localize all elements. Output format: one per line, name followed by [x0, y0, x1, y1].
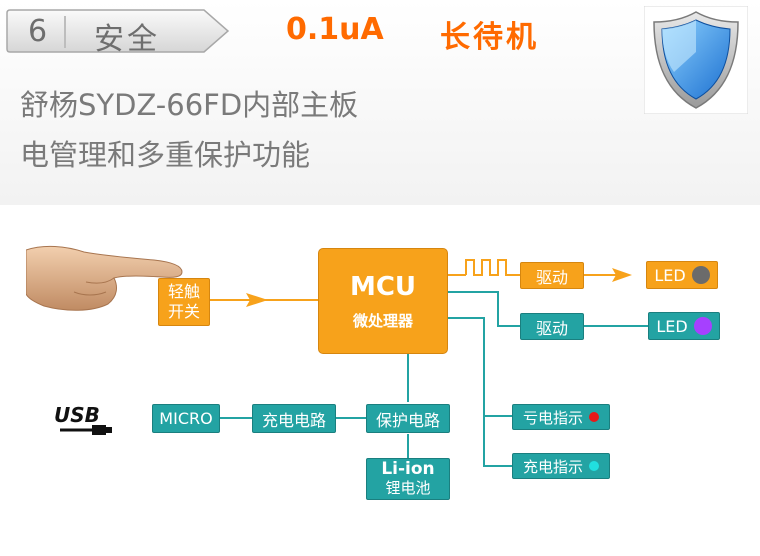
micro-label: MICRO — [159, 409, 213, 428]
section-tag: 6 安全 — [6, 8, 232, 57]
low-power-dot — [589, 412, 599, 422]
charge-circuit-label: 充电电路 — [261, 410, 326, 430]
low-power-label: 亏电指示 — [522, 408, 583, 427]
tag-shape-icon — [6, 9, 230, 53]
charging-dot — [589, 461, 599, 471]
square-wave-icon — [465, 259, 520, 276]
drive-box-1: 驱动 — [520, 262, 584, 289]
usb-logo-text: USB — [54, 403, 100, 427]
protect-circuit-box: 保护电路 — [366, 404, 450, 433]
drive-label-1: 驱动 — [535, 267, 568, 287]
usb-icon: USB — [54, 403, 112, 435]
low-power-indicator-box: 亏电指示 — [512, 404, 610, 430]
battery-box: Li-ion 锂电池 — [366, 458, 450, 500]
tag-divider — [64, 16, 66, 48]
section-number: 6 — [28, 14, 48, 49]
led-label-1: LED — [654, 265, 686, 285]
arrow-icon — [246, 293, 268, 307]
shield-icon — [644, 6, 748, 114]
subtitle-line-2: 电管理和多重保护功能 — [20, 138, 311, 172]
standby-label: 长待机 — [440, 20, 539, 55]
led-box-2: LED — [648, 312, 720, 340]
mcu-subtitle: 微处理器 — [352, 311, 413, 330]
touch-switch-line-2: 开关 — [167, 302, 200, 321]
drive-label-2: 驱动 — [535, 318, 568, 338]
led-box-1: LED — [646, 261, 718, 289]
drive-box-2: 驱动 — [520, 313, 584, 340]
charge-circuit-box: 充电电路 — [252, 404, 336, 433]
protect-circuit-label: 保护电路 — [375, 410, 440, 430]
subtitle-line-1: 舒杨SYDZ-66FD内部主板 — [20, 88, 359, 122]
hand-icon — [26, 245, 183, 311]
arrow-icon — [612, 268, 632, 282]
led-dot-1 — [691, 266, 710, 284]
led-dot-2 — [693, 317, 712, 335]
battery-type: Li-ion — [381, 459, 435, 479]
micro-box: MICRO — [152, 404, 220, 433]
battery-label: 锂电池 — [385, 479, 431, 497]
section-title: 安全 — [94, 22, 160, 57]
led-label-2: LED — [656, 316, 688, 336]
standby-current: 0.1uA — [286, 12, 384, 47]
charging-indicator-box: 充电指示 — [512, 453, 610, 479]
mcu-box: MCU 微处理器 — [318, 248, 448, 354]
mcu-title: MCU — [349, 271, 417, 302]
charging-label: 充电指示 — [522, 457, 583, 476]
touch-switch-line-1: 轻触 — [167, 282, 200, 301]
touch-switch-box: 轻触 开关 — [158, 278, 210, 326]
